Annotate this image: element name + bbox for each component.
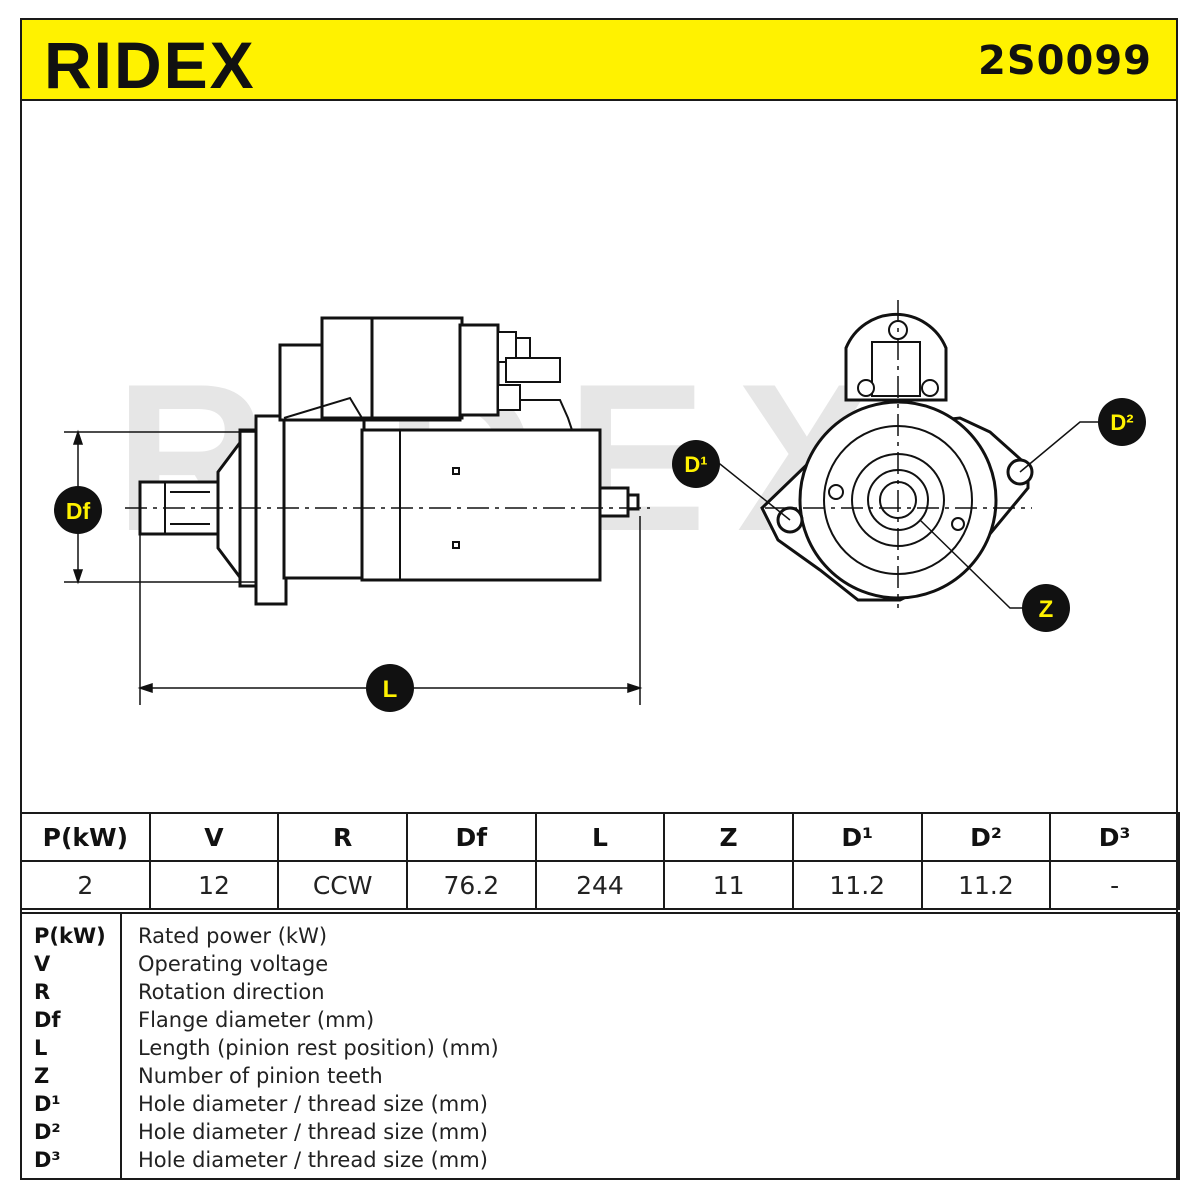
spec-value-z: 11 bbox=[663, 860, 794, 910]
d2-callout-label: D² bbox=[1110, 410, 1133, 435]
df-callout bbox=[54, 486, 102, 534]
z-callout bbox=[1022, 584, 1070, 632]
spec-header-row: P(kW) V R Df L Z D¹ D² D³ bbox=[20, 812, 1180, 862]
z-callout-label: Z bbox=[1039, 596, 1054, 623]
legend-key: D³ bbox=[34, 1148, 61, 1172]
spec-header-d2: D² bbox=[920, 812, 1052, 862]
spec-value-v: 12 bbox=[148, 860, 280, 910]
spec-header-l: L bbox=[534, 812, 666, 862]
ridex-logo: RIDEX bbox=[44, 30, 256, 94]
d1-callout-label: D¹ bbox=[684, 452, 707, 477]
spec-value-r: CCW bbox=[277, 860, 408, 910]
legend-item: P(kW) Rated power (kW) bbox=[22, 922, 1178, 950]
legend-item: Df Flange diameter (mm) bbox=[22, 1006, 1178, 1034]
legend-key: P(kW) bbox=[34, 924, 106, 948]
spec-table: P(kW) V R Df L Z D¹ D² D³ 2 12 CCW 76.2 … bbox=[20, 812, 1180, 910]
df-callout-label: Df bbox=[66, 498, 91, 524]
technical-drawing: RIDEX bbox=[54, 300, 1146, 712]
legend-item: R Rotation direction bbox=[22, 978, 1178, 1006]
spec-header-df: Df bbox=[405, 812, 537, 862]
spec-value-d1: 11.2 bbox=[791, 860, 923, 910]
legend-desc: Rotation direction bbox=[138, 980, 325, 1004]
motor-body bbox=[360, 428, 602, 582]
drive-housing bbox=[282, 416, 366, 580]
spec-header-d3: D³ bbox=[1049, 812, 1180, 862]
spec-value-d2: 11.2 bbox=[920, 860, 1052, 910]
legend-key: Df bbox=[34, 1008, 61, 1032]
legend-key: L bbox=[34, 1036, 48, 1060]
legend-key: Z bbox=[34, 1064, 50, 1088]
legend-item: V Operating voltage bbox=[22, 950, 1178, 978]
rear-bolt bbox=[598, 486, 630, 518]
legend-item: D¹ Hole diameter / thread size (mm) bbox=[22, 1090, 1178, 1118]
spec-value-df: 76.2 bbox=[405, 860, 537, 910]
spec-value-pkw: 2 bbox=[20, 860, 151, 910]
legend-desc: Number of pinion teeth bbox=[138, 1064, 383, 1088]
flange bbox=[254, 414, 288, 606]
legend: P(kW) Rated power (kW) V Operating volta… bbox=[20, 912, 1180, 1180]
legend-item: Z Number of pinion teeth bbox=[22, 1062, 1178, 1090]
spec-header-z: Z bbox=[663, 812, 794, 862]
spec-header-pkw: P(kW) bbox=[20, 812, 151, 862]
df-dimension bbox=[64, 429, 256, 585]
legend-item: D³ Hole diameter / thread size (mm) bbox=[22, 1146, 1178, 1174]
legend-key: D¹ bbox=[34, 1092, 61, 1116]
spec-value-row: 2 12 CCW 76.2 244 11 11.2 11.2 - bbox=[20, 860, 1180, 910]
legend-divider bbox=[120, 914, 122, 1178]
spec-header-v: V bbox=[148, 812, 280, 862]
legend-desc: Operating voltage bbox=[138, 952, 329, 976]
l-callout-label: L bbox=[383, 676, 398, 703]
l-callout bbox=[366, 664, 414, 712]
d1-callout bbox=[672, 440, 720, 488]
legend-desc: Hole diameter / thread size (mm) bbox=[138, 1148, 488, 1172]
spec-value-d3: - bbox=[1049, 860, 1180, 910]
legend-desc: Hole diameter / thread size (mm) bbox=[138, 1092, 488, 1116]
logo-text: RIDEX bbox=[44, 30, 256, 94]
legend-item: D² Hole diameter / thread size (mm) bbox=[22, 1118, 1178, 1146]
spec-value-l: 244 bbox=[534, 860, 666, 910]
legend-desc: Hole diameter / thread size (mm) bbox=[138, 1120, 488, 1144]
side-view bbox=[138, 316, 640, 606]
part-number: 2S0099 bbox=[978, 38, 1152, 84]
front-view bbox=[760, 312, 1034, 602]
legend-key: D² bbox=[34, 1120, 61, 1144]
d2-callout bbox=[1098, 398, 1146, 446]
legend-desc: Rated power (kW) bbox=[138, 924, 328, 948]
legend-desc: Length (pinion rest position) (mm) bbox=[138, 1036, 499, 1060]
legend-desc: Flange diameter (mm) bbox=[138, 1008, 375, 1032]
spec-header-r: R bbox=[277, 812, 408, 862]
header-bar: RIDEX 2S0099 bbox=[20, 18, 1178, 101]
spec-header-d1: D¹ bbox=[791, 812, 923, 862]
legend-key: V bbox=[34, 952, 51, 976]
legend-item: L Length (pinion rest position) (mm) bbox=[22, 1034, 1178, 1062]
legend-key: R bbox=[34, 980, 51, 1004]
